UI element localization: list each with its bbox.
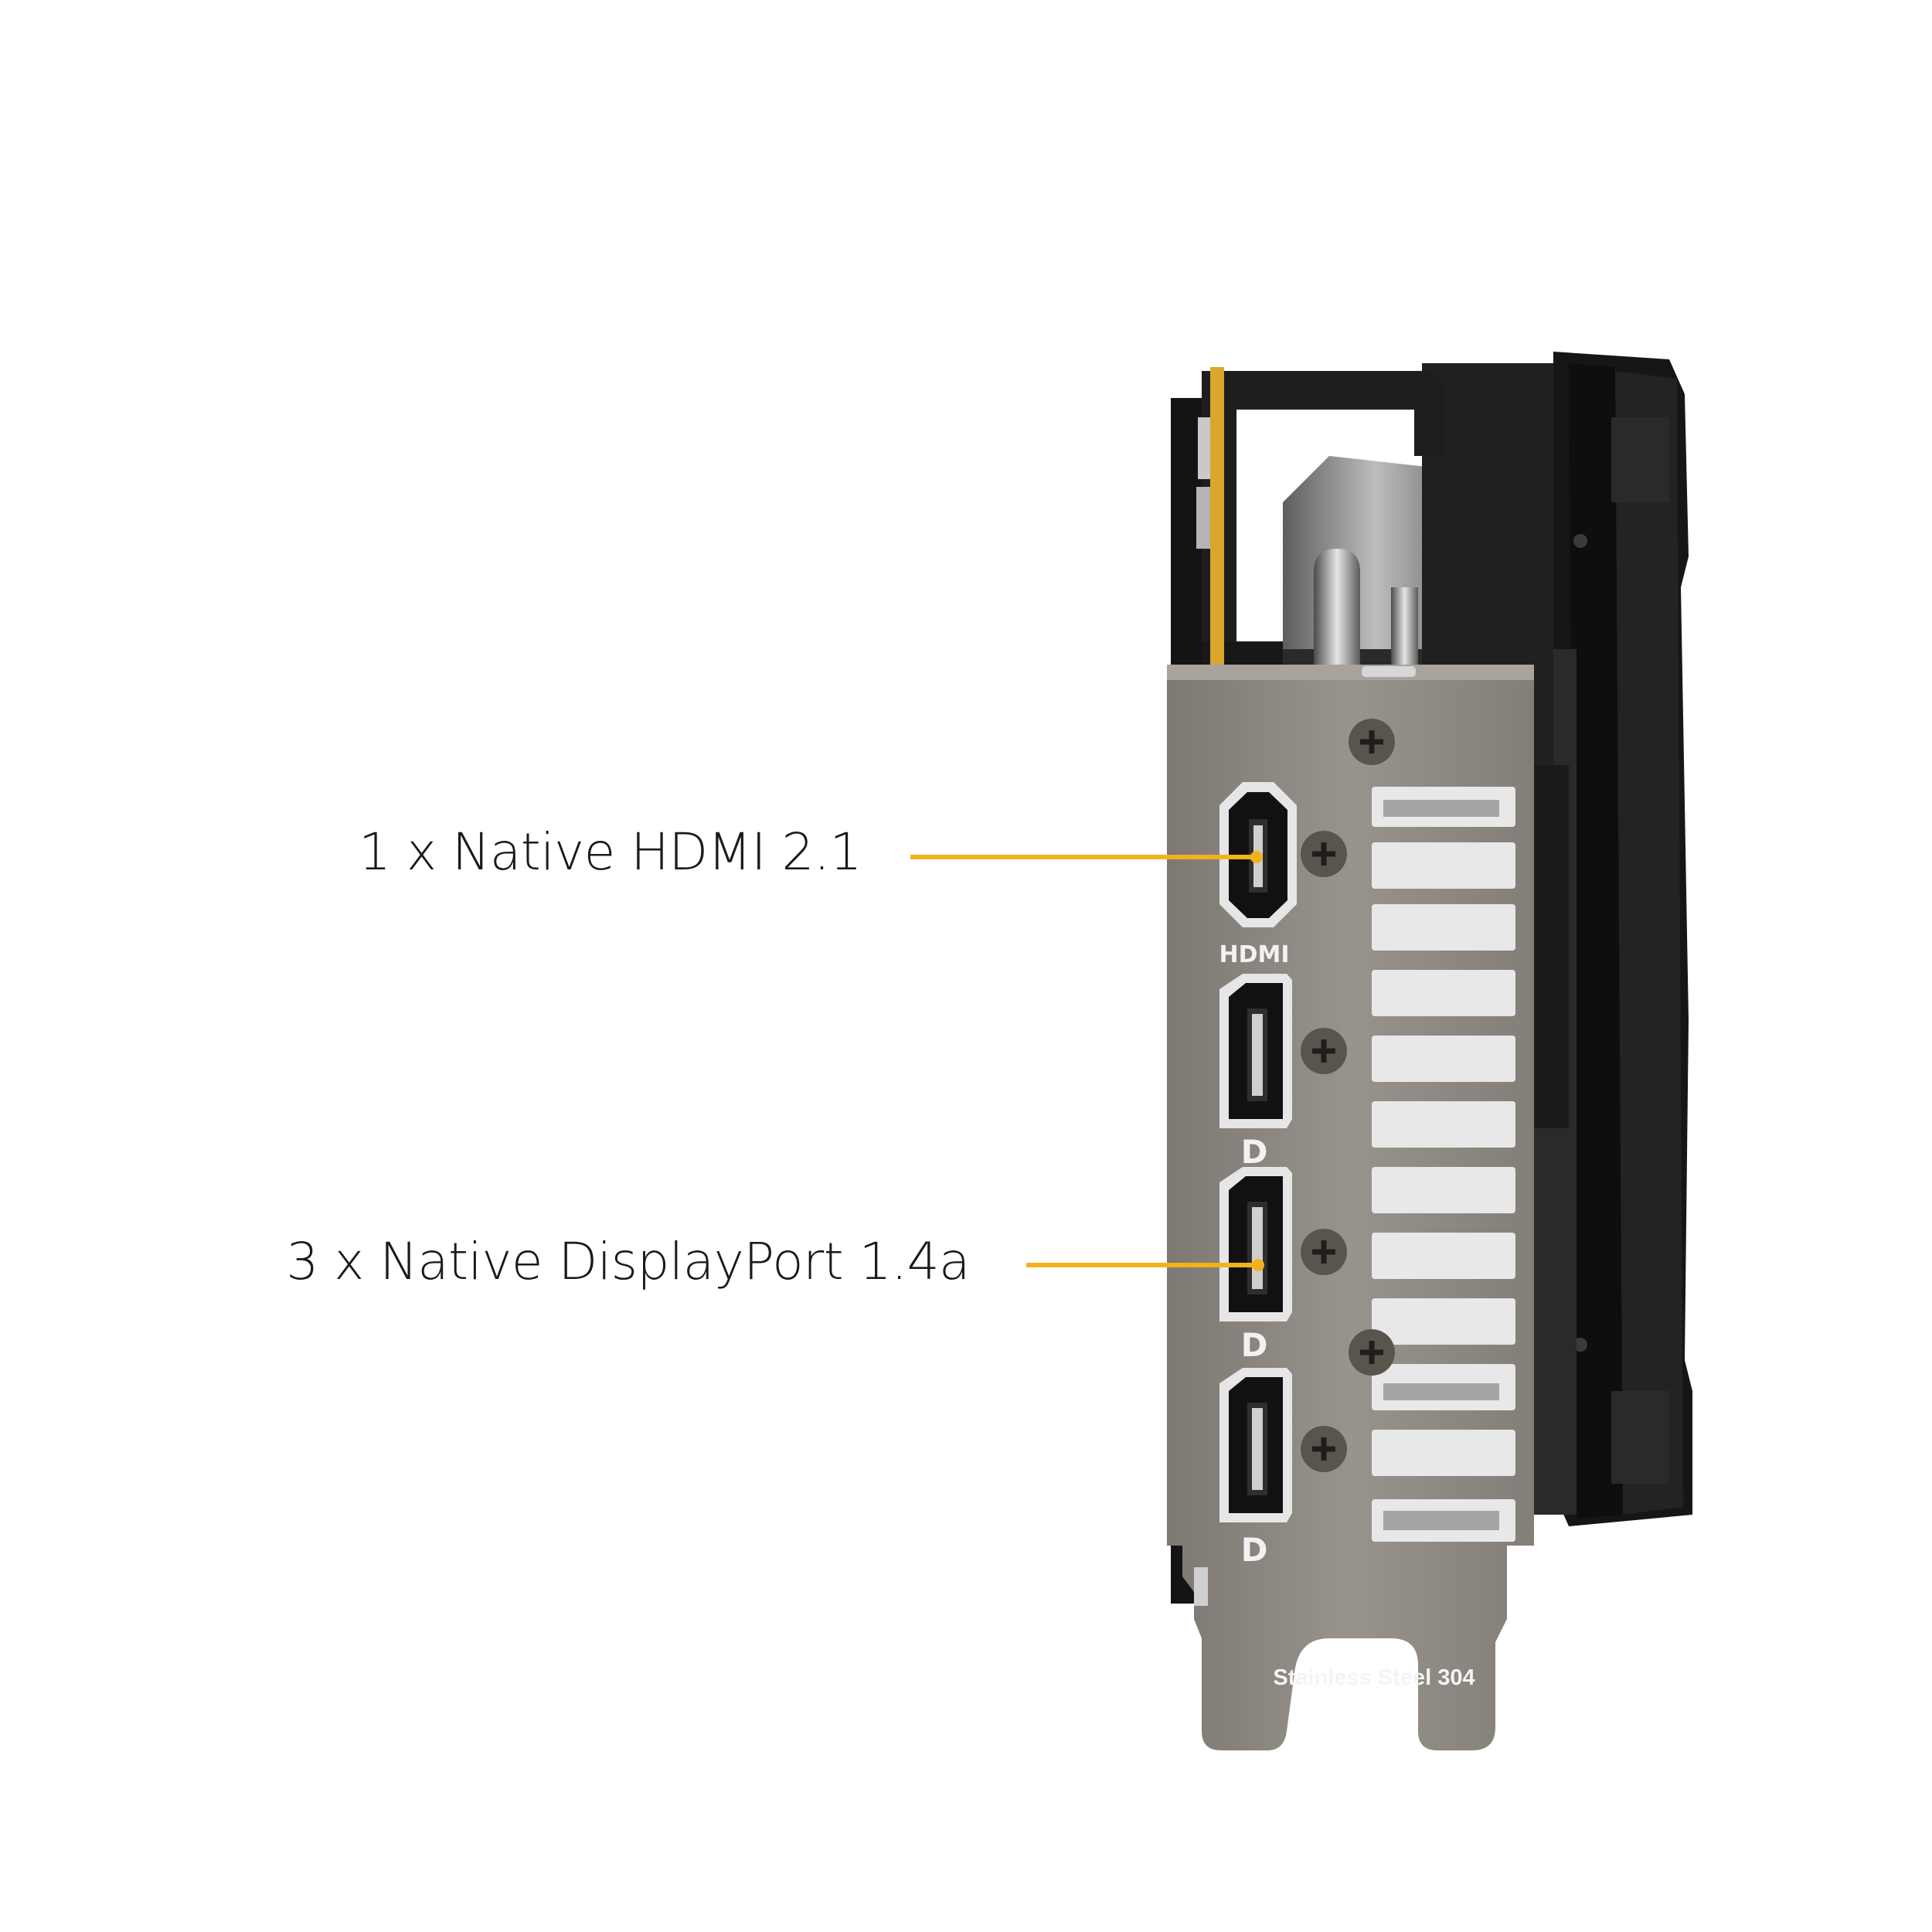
- bracket-screws: [1301, 719, 1395, 1472]
- vent-slots: [1372, 787, 1515, 1542]
- callout-displayport-label: 3 x Native DisplayPort 1.4a: [286, 1232, 970, 1291]
- dp-mark-1: D: [1241, 1133, 1268, 1171]
- dp-mark-3: D: [1241, 1531, 1268, 1569]
- bracket-material-label: Stainless Steel 304: [1273, 1665, 1475, 1690]
- displayport-1: [1219, 974, 1292, 1128]
- displayport-3: [1219, 1368, 1292, 1522]
- dp-mark-2: D: [1241, 1326, 1268, 1364]
- hdmi-mark: HDMI: [1219, 941, 1289, 968]
- pcb-edge: [1196, 367, 1224, 672]
- callout-displayport-dot: [1252, 1259, 1264, 1271]
- callout-hdmi-label: 1 x Native HDMI 2.1: [359, 822, 862, 882]
- callout-hdmi-leader-line: [910, 855, 1257, 859]
- callout-displayport-leader-line: [1026, 1263, 1258, 1267]
- fan-shroud: [1553, 352, 1692, 1526]
- io-bracket: HDMI D D D Stainless Steel 304: [1167, 665, 1534, 1750]
- callout-hdmi-dot: [1250, 851, 1263, 863]
- displayport-2: [1219, 1167, 1292, 1321]
